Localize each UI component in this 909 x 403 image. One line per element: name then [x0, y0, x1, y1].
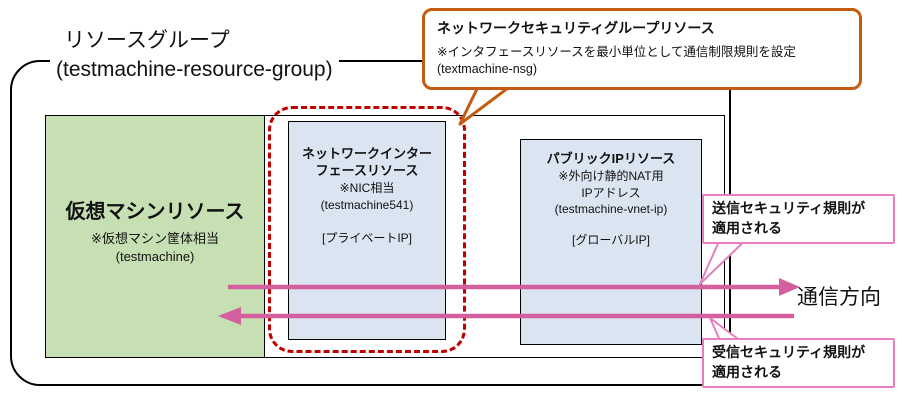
vm-title: 仮想マシンリソース [65, 201, 245, 223]
direction-label: 通信方向 [797, 286, 881, 309]
nsg-title: ネットワークセキュリティグループリソース [437, 20, 715, 36]
resource-group-name-text: (testmachine-resource-group) [56, 58, 333, 82]
resource-group-title: リソースグループ (testmachine-resource-group) [50, 24, 339, 87]
inbound-rule-line2: 適用される [712, 364, 782, 381]
inbound-rule-line1: 受信セキュリティ規則が [712, 344, 866, 360]
nic-private-ip-label: [プライベートIP] [321, 231, 412, 246]
public-ip-title: パブリックIPリソース [546, 151, 676, 166]
network-interface-box: ネットワークインター フェースリソース ※NIC相当 (testmachine5… [288, 121, 446, 340]
virtual-machine-box: 仮想マシンリソース ※仮想マシン筐体相当 (testmachine) [45, 115, 265, 358]
inbound-rule-callout: 受信セキュリティ規則が 適用される [702, 338, 895, 388]
outbound-rule-callout: 送信セキュリティ規則が 適用される [702, 194, 895, 244]
public-ip-box: パブリックIPリソース ※外向け静的NAT用 IPアドレス (testmachi… [520, 139, 702, 345]
nic-name: (testmachine541) [320, 197, 414, 212]
public-ip-global-label: [グローバルIP] [572, 233, 650, 248]
nic-note: ※NIC相当 [339, 180, 395, 195]
public-ip-note-line2: IPアドレス [581, 185, 641, 200]
nsg-callout: ネットワークセキュリティグループリソース ※インタフェースリソースを最小単位とし… [422, 8, 862, 90]
vm-note: ※仮想マシン筐体相当 [91, 231, 219, 246]
vm-name: (testmachine) [115, 249, 195, 264]
nsg-dashed-outline [268, 106, 466, 353]
outbound-rule-line1: 送信セキュリティ規則が [712, 200, 866, 216]
outbound-rule-line2: 適用される [712, 220, 782, 237]
public-ip-name: (testmachine-vnet-ip) [554, 202, 668, 217]
nsg-note: ※インタフェースリソースを最小単位として通信制限規則を設定 [437, 45, 796, 59]
nic-title-line1: ネットワークインター [301, 146, 432, 161]
nsg-name: (textmachine-nsg) [437, 62, 538, 76]
public-ip-note-line1: ※外向け静的NAT用 [558, 168, 664, 183]
nic-title-line2: フェースリソース [315, 162, 419, 178]
resource-group-title-text: リソースグループ [64, 29, 230, 52]
